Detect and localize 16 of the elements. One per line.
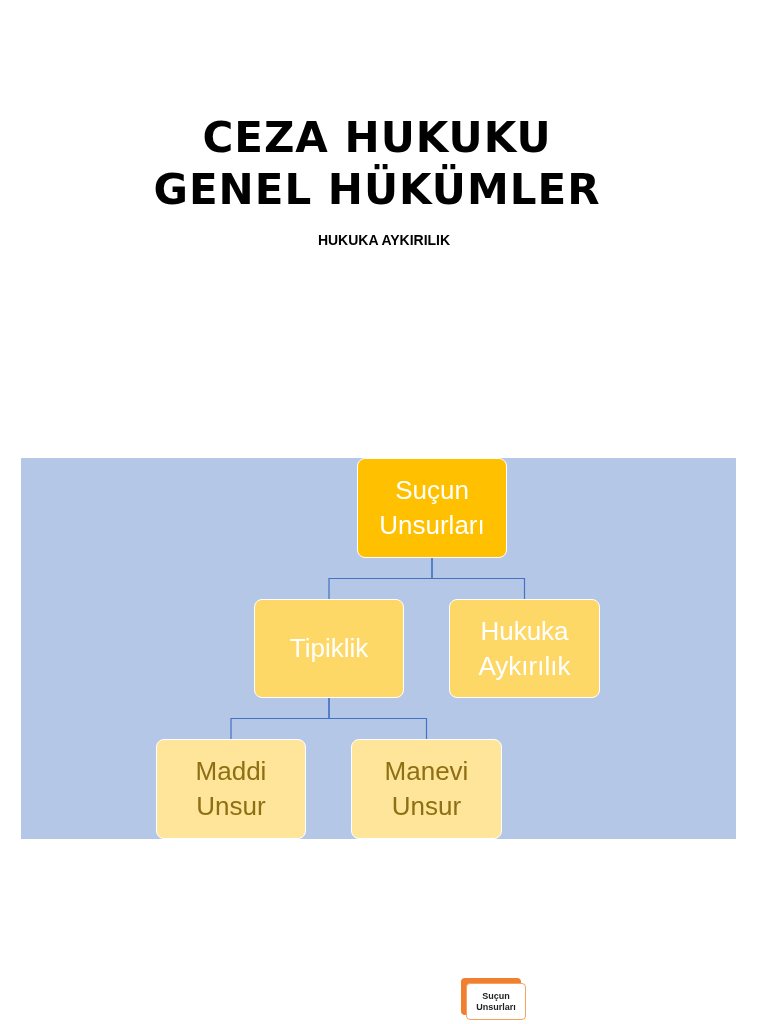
node-text: Suçun Unsurları	[475, 990, 517, 1013]
subtitle: HUKUKA AYKIRILIK	[316, 232, 452, 248]
node-text: Hukuka Aykırılık	[477, 614, 572, 683]
connector-line	[328, 697, 428, 740]
org-chart-box	[254, 599, 404, 698]
node-text: Suçun Unsurları	[378, 474, 486, 542]
org-chart-box	[449, 599, 600, 698]
title: CEZA HUKUKU GENEL HÜKÜMLER	[152, 112, 602, 216]
node-text: Manevi Unsur	[383, 755, 470, 823]
org-chart-box	[357, 458, 507, 558]
diagram-background	[21, 458, 736, 839]
connector-line	[431, 557, 526, 600]
org-chart-box	[351, 739, 502, 839]
node-text: Maddi Unsur	[194, 755, 268, 823]
node-text: Tipiklik	[289, 632, 369, 665]
org-chart-box	[156, 739, 306, 839]
